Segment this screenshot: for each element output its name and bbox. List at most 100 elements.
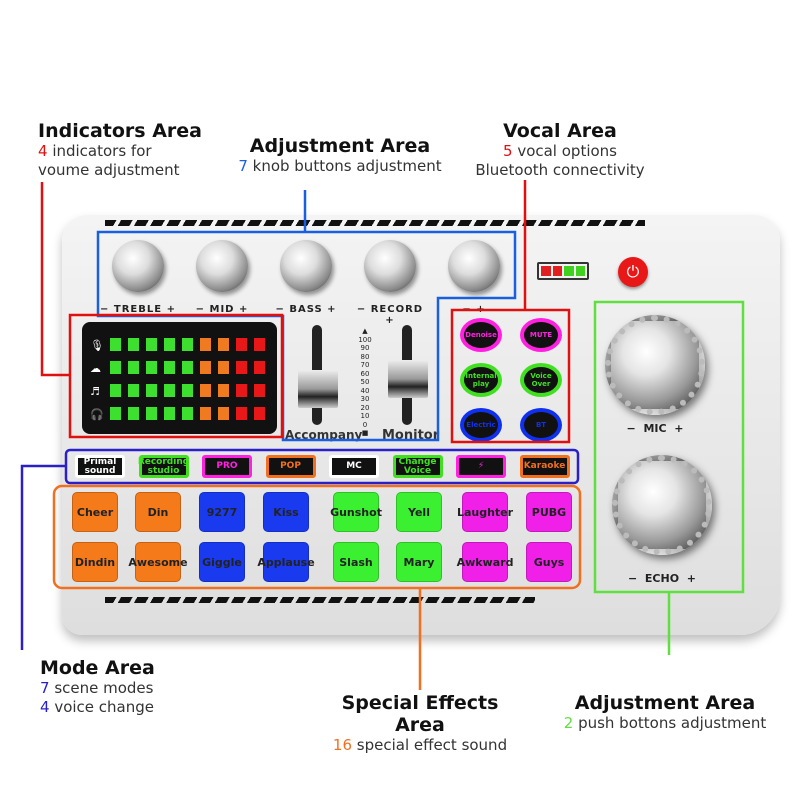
- level-light: [236, 384, 247, 397]
- scale-tick-label: 20: [360, 403, 370, 412]
- level-light: [236, 361, 247, 374]
- knob-record[interactable]: [364, 240, 416, 292]
- level-light: [254, 361, 265, 374]
- mode-leader-line: [20, 464, 66, 650]
- mode-button[interactable]: Recording studio: [138, 455, 189, 478]
- knob-bass[interactable]: [280, 240, 332, 292]
- callout-text: Bluetooth connectivity: [475, 161, 645, 179]
- level-light: [110, 407, 121, 420]
- fader-handle[interactable]: [388, 360, 428, 398]
- level-indicator-panel: 🎙☁♬🎧: [82, 322, 277, 434]
- callout-title: Adjustment Area: [249, 135, 431, 157]
- mode-button[interactable]: Change Voice: [392, 455, 443, 478]
- level-light: [164, 407, 175, 420]
- vocal-button-electric[interactable]: Electric: [460, 408, 502, 442]
- callout-number: 4: [38, 142, 48, 160]
- scale-tick-label: 10: [360, 412, 370, 420]
- scale-tick-label: 70: [360, 361, 370, 369]
- effect-pad[interactable]: Awesome: [128, 542, 188, 582]
- echo-knob[interactable]: [612, 455, 712, 555]
- knob-label: − BASS +: [275, 304, 337, 315]
- vocal-button-internal-play[interactable]: Internal play: [460, 363, 502, 397]
- level-light: [146, 361, 157, 374]
- callout-effects: Special Effects Area 16 special effect s…: [315, 692, 525, 755]
- vocal-button-bt[interactable]: BT: [520, 408, 562, 442]
- callout-number: 7: [40, 679, 50, 697]
- callout-title: Adjustment Area: [574, 692, 756, 714]
- level-light: [218, 361, 229, 374]
- level-light: [218, 384, 229, 397]
- level-light: [200, 407, 211, 420]
- monitor-fader[interactable]: [388, 325, 428, 425]
- level-light: [128, 338, 139, 351]
- scale-tick-label: 0: [362, 420, 368, 429]
- level-light: [128, 384, 139, 397]
- level-light: [128, 361, 139, 374]
- callout-title: Indicators Area: [38, 120, 203, 142]
- level-light: [164, 361, 175, 374]
- callout-number: 5: [503, 142, 513, 160]
- level-light: [128, 407, 139, 420]
- scale-tick-label: 100: [358, 335, 372, 344]
- level-light: [254, 384, 265, 397]
- effect-pad[interactable]: Kiss: [263, 492, 309, 532]
- vocal-button-voice-over[interactable]: Voice Over: [520, 363, 562, 397]
- mode-button[interactable]: MC: [329, 455, 379, 478]
- level-light: [110, 338, 121, 351]
- level-light: [110, 384, 121, 397]
- scale-tick-label: 60: [360, 369, 370, 378]
- mode-button[interactable]: ⚡: [456, 455, 506, 478]
- effect-pad[interactable]: Gunshot: [330, 492, 382, 532]
- accompany-label: Accompany: [285, 428, 363, 442]
- vocal-button-denoise[interactable]: Denoise: [460, 318, 502, 352]
- level-light: [110, 361, 121, 374]
- effect-pad[interactable]: 9277: [199, 492, 245, 532]
- battery-icon: [537, 262, 589, 280]
- callout-number: 16: [332, 736, 352, 754]
- callout-text: voice change: [49, 698, 154, 716]
- level-light: [236, 407, 247, 420]
- indicator-icons: 🎙☁♬🎧: [90, 334, 104, 426]
- effect-pad[interactable]: Mary: [396, 542, 442, 582]
- push-area-outline: [593, 300, 745, 594]
- callout-number: 2: [563, 714, 574, 732]
- callout-adjustment-top: Adjustment Area 7 knob buttons adjustmen…: [230, 135, 450, 176]
- accompany-fader[interactable]: [298, 325, 338, 425]
- effect-pad[interactable]: PUBG: [526, 492, 572, 532]
- effect-pad[interactable]: Cheer: [72, 492, 118, 532]
- effect-pad[interactable]: Giggle: [199, 542, 245, 582]
- mode-button[interactable]: PRO: [202, 455, 252, 478]
- indicators-leader-line: [40, 182, 70, 377]
- fader-handle[interactable]: [298, 370, 338, 408]
- level-light: [146, 384, 157, 397]
- level-light: [182, 407, 193, 420]
- vocal-button-mute[interactable]: MUTE: [520, 318, 562, 352]
- knob-treble[interactable]: [112, 240, 164, 292]
- effect-pad[interactable]: Slash: [333, 542, 379, 582]
- effect-pad[interactable]: Yell: [396, 492, 442, 532]
- effect-pad[interactable]: Guys: [526, 542, 572, 582]
- knob-mid[interactable]: [196, 240, 248, 292]
- scale-tick-label: 80: [360, 352, 370, 361]
- level-light: [254, 407, 265, 420]
- decorative-stripe: [105, 597, 535, 603]
- echo-knob-label: − ECHO +: [628, 572, 696, 585]
- callout-title: Vocal Area: [503, 120, 617, 142]
- mic-knob[interactable]: [605, 315, 705, 415]
- knob-label: − TREBLE +: [100, 304, 176, 315]
- effect-pad[interactable]: Laughter: [457, 492, 513, 532]
- knob-volume[interactable]: [448, 240, 500, 292]
- effect-pad[interactable]: Din: [135, 492, 181, 532]
- mode-button[interactable]: Karaoke: [519, 455, 570, 478]
- callout-text: scene modes: [49, 679, 154, 697]
- effect-pad[interactable]: Dindin: [72, 542, 118, 582]
- mode-button[interactable]: Primal sound: [75, 455, 125, 478]
- effect-pad[interactable]: Awkward: [457, 542, 513, 582]
- knob-label: − MID +: [195, 304, 249, 315]
- callout-indicators: Indicators Area 4 indicators for voume a…: [38, 120, 202, 180]
- effect-pad[interactable]: Applause: [257, 542, 315, 582]
- power-icon[interactable]: ⏻: [618, 257, 648, 287]
- mode-button[interactable]: POP: [265, 455, 316, 478]
